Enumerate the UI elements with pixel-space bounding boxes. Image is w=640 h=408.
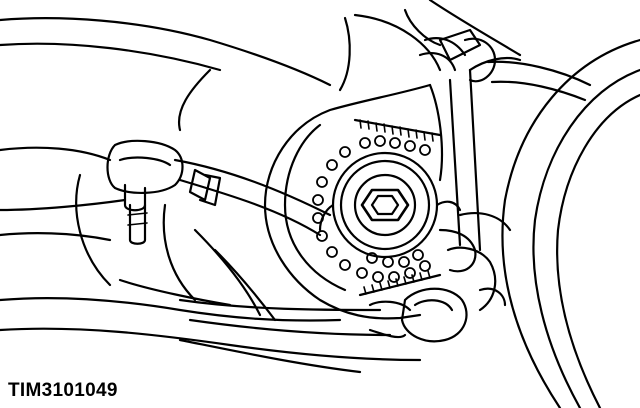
camber-adjuster-plate bbox=[265, 85, 442, 318]
brake-disc bbox=[502, 40, 640, 408]
figure-caption: TIM3101049 bbox=[8, 380, 118, 401]
track-rod bbox=[175, 160, 330, 235]
body-contours bbox=[0, 0, 520, 372]
hex-nut bbox=[320, 153, 460, 257]
tie-rod-end bbox=[108, 141, 183, 244]
lower-arm bbox=[180, 289, 467, 342]
adjuster-holes bbox=[313, 136, 430, 282]
strut-tube bbox=[420, 30, 590, 310]
